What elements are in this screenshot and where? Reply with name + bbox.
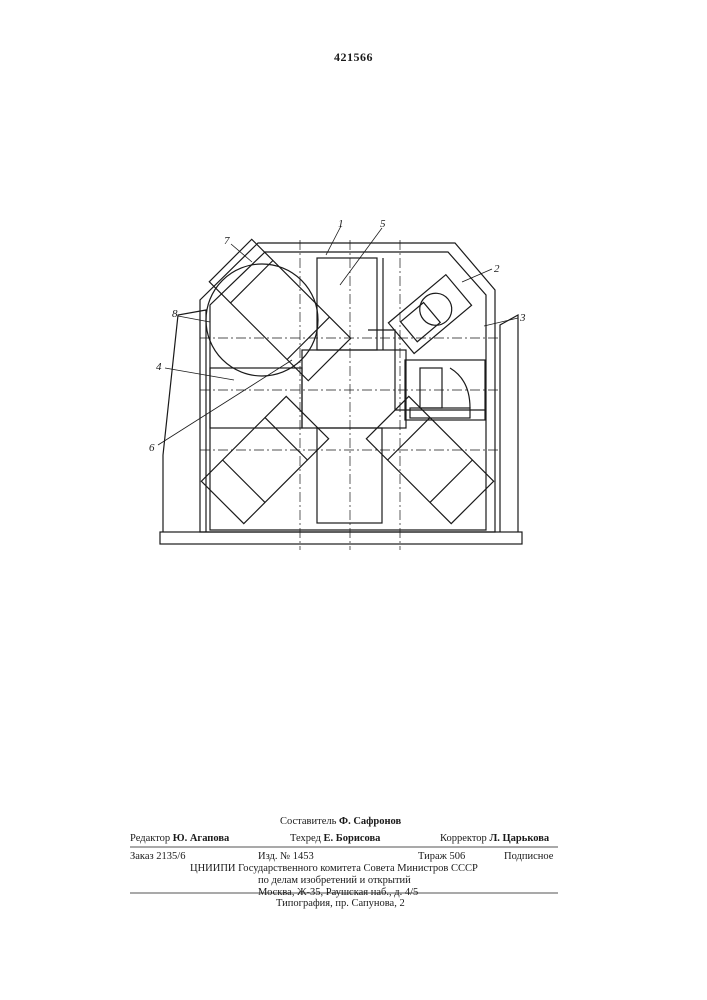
label-1: 1 (338, 218, 344, 230)
label-3: 3 (519, 312, 526, 324)
gear-curve (450, 368, 470, 408)
label-7: 7 (224, 235, 230, 247)
center-lines (200, 240, 500, 550)
top-right-drive (388, 275, 471, 354)
top-arm (317, 258, 377, 350)
label-2: 2 (494, 263, 500, 275)
printer: Типография, пр. Сапунова, 2 (276, 897, 405, 910)
techred-label: Техред (290, 833, 321, 844)
compiler-label: Составитель (280, 816, 336, 827)
base-plate (160, 532, 522, 544)
bottom-left-cutter (201, 396, 328, 523)
label-8: 8 (172, 308, 178, 320)
compiler: Составитель Ф. Сафронов (280, 815, 401, 828)
roller-disk (206, 264, 318, 376)
label-5: 5 (380, 218, 386, 230)
bottom-right-cutter (366, 396, 493, 523)
corrector: Корректор Л. Царькова (440, 832, 549, 845)
order: Заказ 2135/6 (130, 850, 185, 863)
right-support (500, 315, 518, 532)
bottom-arm (317, 428, 382, 523)
central-hub (302, 350, 406, 428)
outer-housing (200, 243, 495, 532)
techred-name: Е. Борисова (324, 833, 381, 844)
editor-label: Редактор (130, 833, 170, 844)
editor-name: Ю. Агапова (173, 833, 230, 844)
top-left-cutter (209, 239, 350, 380)
leader-lines (158, 226, 518, 445)
techred: Техред Е. Борисова (290, 832, 380, 845)
label-4: 4 (156, 361, 162, 373)
gear-shaft (420, 368, 442, 408)
subscription: Подписное (504, 850, 553, 863)
corrector-label: Корректор (440, 833, 487, 844)
editor: Редактор Ю. Агапова (130, 832, 229, 845)
label-6: 6 (149, 442, 155, 454)
compiler-name: Ф. Сафронов (339, 816, 401, 827)
corrector-name: Л. Царькова (489, 833, 549, 844)
